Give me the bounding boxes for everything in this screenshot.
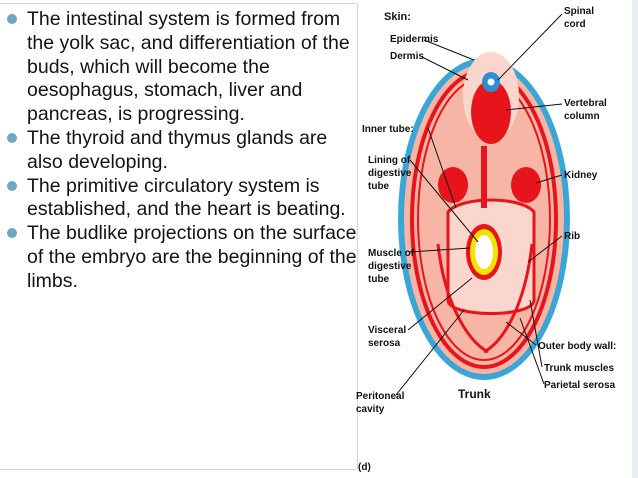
kidney-left (438, 167, 468, 203)
leader-lining (409, 159, 479, 243)
label-trunk-muscles: Trunk muscles (544, 363, 614, 374)
bullet-dot-icon (7, 228, 17, 239)
label-lining-line1: Lining of (368, 155, 411, 166)
label-peritoneal-line2: cavity (356, 404, 385, 415)
bullet-text: The primitive circulatory system is esta… (27, 174, 346, 221)
leader-lines (395, 13, 563, 396)
label-visceral-line2: serosa (368, 338, 401, 349)
label-kidney: Kidney (564, 170, 598, 181)
label-muscle-line2: digestive (368, 261, 412, 272)
leader-vertebral (505, 103, 563, 111)
vertebral-column (471, 80, 511, 144)
label-outer-body-wall: Outer body wall: (538, 341, 616, 352)
label-vertebral-line2: column (564, 111, 600, 122)
label-inner-tube: Inner tube: (362, 124, 414, 135)
leader-trunk-muscles (529, 299, 543, 368)
label-lining-line3: tube (368, 181, 390, 192)
bullet-dot-icon (7, 180, 17, 191)
leader-dermis (421, 56, 469, 81)
leader-muscle (409, 247, 471, 253)
label-rib: Rib (564, 231, 580, 242)
bullet-item: The intestinal system is formed from the… (6, 8, 358, 127)
label-spinal-cord-line1: Spinal (564, 6, 594, 17)
label-dermis: Dermis (390, 51, 424, 62)
spinal-canal (487, 78, 495, 86)
label-skin: Skin: (384, 11, 411, 23)
bullet-item: The budlike projections on the surface o… (6, 222, 358, 293)
label-parietal-serosa: Parietal serosa (544, 380, 616, 391)
bullet-item: The thyroid and thymus glands are also d… (6, 127, 358, 175)
label-panel: (d) (358, 462, 371, 473)
leader-peritoneal (395, 309, 465, 396)
leader-rib (527, 235, 563, 263)
kidney-right (511, 167, 541, 203)
bullet-dot-icon (7, 14, 17, 24)
bullet-text: The intestinal system is formed from the… (27, 8, 350, 126)
label-trunk: Trunk (458, 387, 491, 401)
leader-spinal (497, 13, 563, 81)
label-muscle-line3: tube (368, 274, 390, 285)
gut-lumen (475, 235, 493, 269)
bullet-text: The budlike projections on the surface o… (27, 222, 357, 292)
rib-right (483, 243, 534, 354)
slide-frame-bottom (0, 469, 357, 470)
leader-epidermis (423, 39, 475, 61)
leader-visceral (407, 277, 473, 331)
leader-kidney (535, 174, 563, 184)
label-visceral-line1: Visceral (368, 325, 406, 336)
label-spinal-cord-line2: cord (564, 19, 586, 30)
leader-parietal (519, 317, 545, 385)
bullet-dot-icon (7, 132, 17, 143)
rib-left (436, 243, 489, 354)
label-epidermis: Epidermis (390, 34, 439, 45)
label-vertebral-line1: Vertebral (564, 98, 607, 109)
label-peritoneal-line1: Peritoneal (356, 391, 405, 402)
label-lining-line2: digestive (368, 168, 412, 179)
bullet-item: The primitive circulatory system is esta… (6, 175, 358, 223)
bullet-list: The intestinal system is formed from the… (6, 8, 358, 294)
leader-outer-wall (505, 321, 537, 346)
slide-edge-bar (632, 0, 638, 478)
slide-frame-right (357, 3, 358, 469)
embryo-cross-section-diagram: Skin: Epidermis Dermis Spinal cord Verte… (356, 6, 616, 473)
label-muscle-line1: Muscle of (368, 248, 415, 259)
leader-inner-tube (427, 127, 457, 209)
bullet-text: The thyroid and thymus glands are also d… (27, 126, 328, 173)
slide-frame-top (0, 3, 357, 4)
